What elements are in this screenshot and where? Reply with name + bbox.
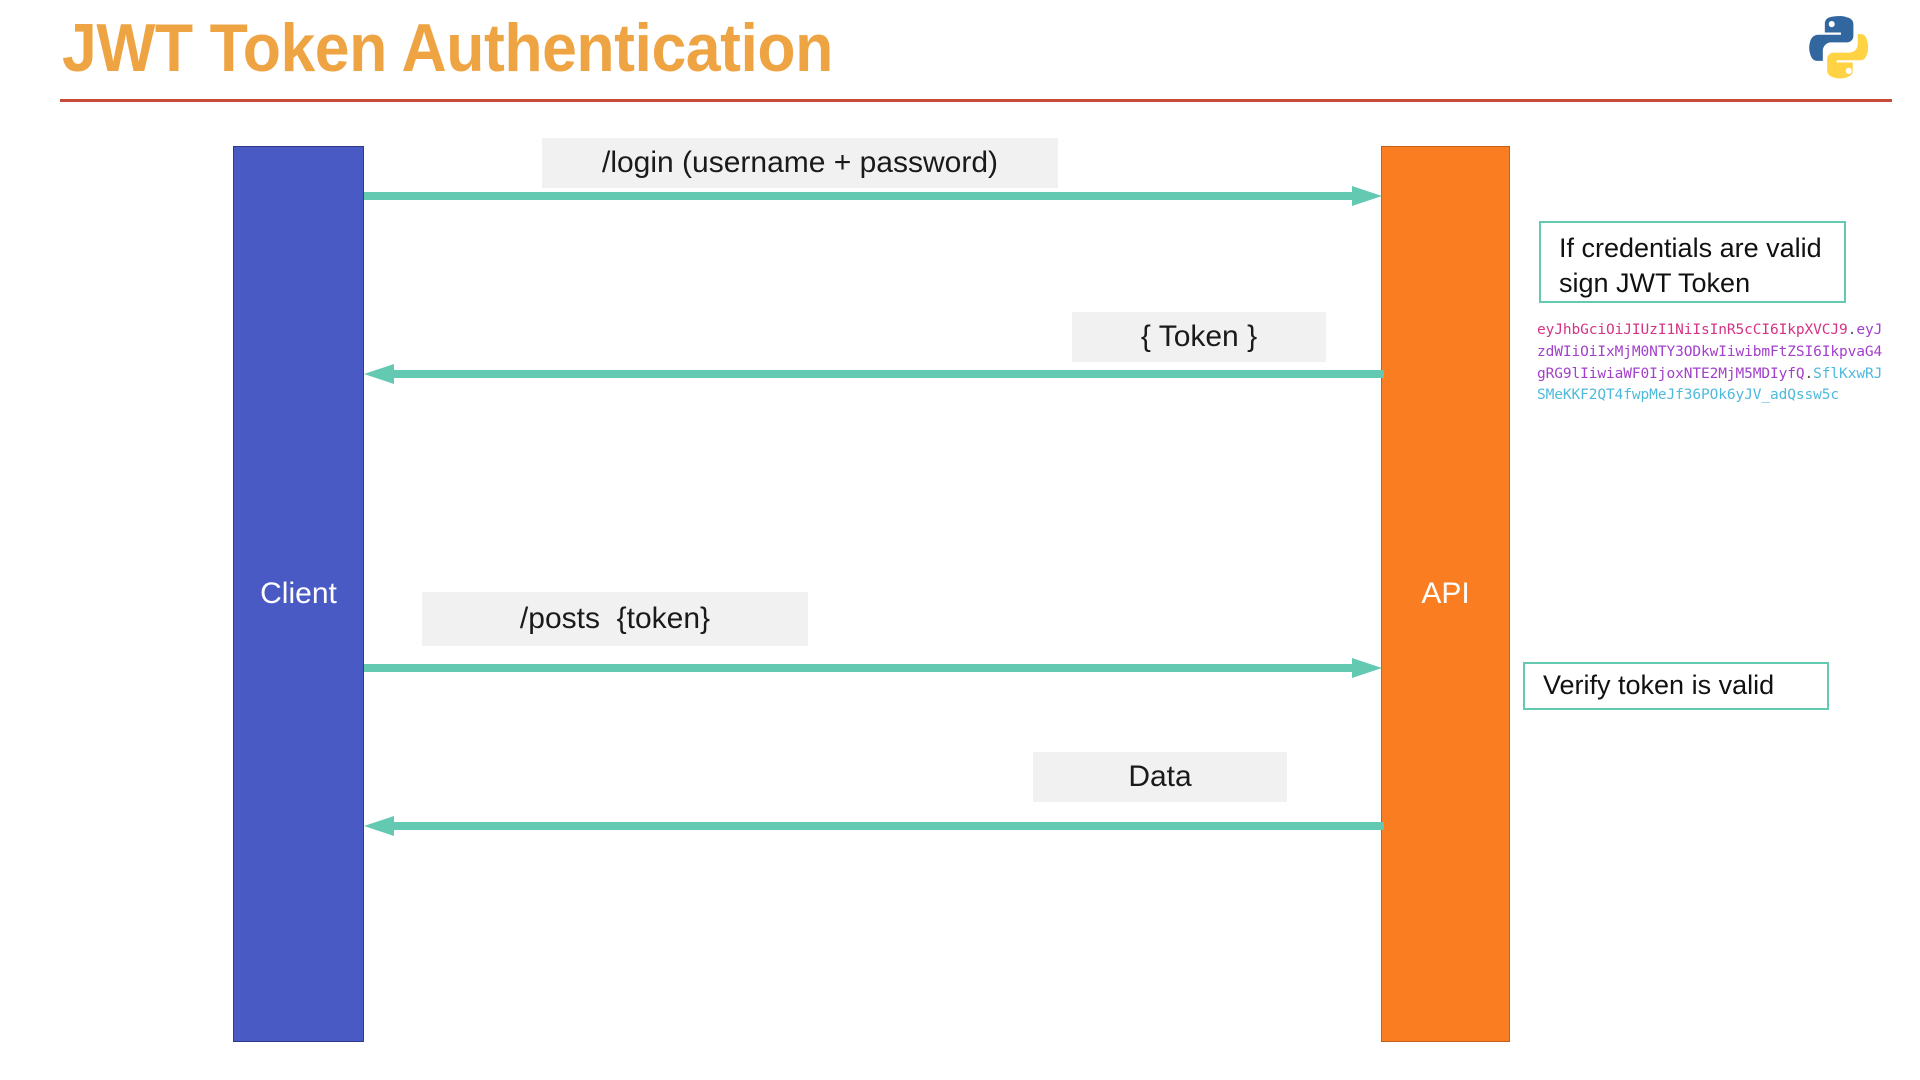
arrow-login-request: [364, 186, 1382, 206]
note-verify-line1: Verify token is valid: [1543, 670, 1775, 701]
arrow-token-response: [364, 364, 1384, 384]
message-label-posts: /posts {token}: [422, 592, 808, 646]
lifeline-api-label: API: [1421, 577, 1470, 610]
title-divider: [60, 99, 1892, 102]
message-label-data: Data: [1033, 752, 1287, 802]
note-sign-line1: If credentials are valid: [1559, 233, 1822, 263]
message-label-login: /login (username + password): [542, 138, 1058, 188]
message-label-posts-text: /posts {token}: [519, 602, 711, 635]
jwt-payload-segment: eyJzdWIiOiIxMjM0NTY3ODkwIiwibmFtZSI6Ikpv…: [1537, 322, 1883, 382]
page-title: JWT Token Authentication: [62, 10, 833, 86]
jwt-header-segment: eyJhbGciOiJIUzI1NiIsInR5cCI6IkpXVCJ9: [1537, 322, 1848, 338]
jwt-separator-1: .: [1847, 322, 1857, 338]
note-sign-jwt-token: If credentials are valid sign JWT Token: [1539, 221, 1846, 303]
message-label-data-text: Data: [1128, 760, 1192, 793]
jwt-signature-segment: SflKxwRJSMeKKF2QT4fwpMeJf36POk6yJV_adQss…: [1537, 365, 1883, 404]
message-label-login-text: /login (username + password): [601, 146, 999, 179]
note-sign-line2: sign JWT Token: [1559, 268, 1751, 299]
lifeline-api[interactable]: API: [1381, 146, 1510, 1042]
note-verify-token: Verify token is valid: [1523, 662, 1829, 710]
jwt-token-string: eyJhbGciOiJIUzI1NiIsInR5cCI6IkpXVCJ9.eyJ…: [1537, 320, 1887, 407]
message-label-token: { Token }: [1072, 312, 1326, 362]
jwt-separator-2: .: [1804, 365, 1814, 382]
arrow-posts-request: [364, 658, 1382, 678]
python-logo-icon: [1809, 15, 1869, 79]
message-label-token-text: { Token }: [1140, 320, 1258, 353]
lifeline-client-label: Client: [260, 577, 337, 610]
lifeline-client[interactable]: Client: [233, 146, 364, 1042]
arrow-data-response: [364, 816, 1384, 836]
